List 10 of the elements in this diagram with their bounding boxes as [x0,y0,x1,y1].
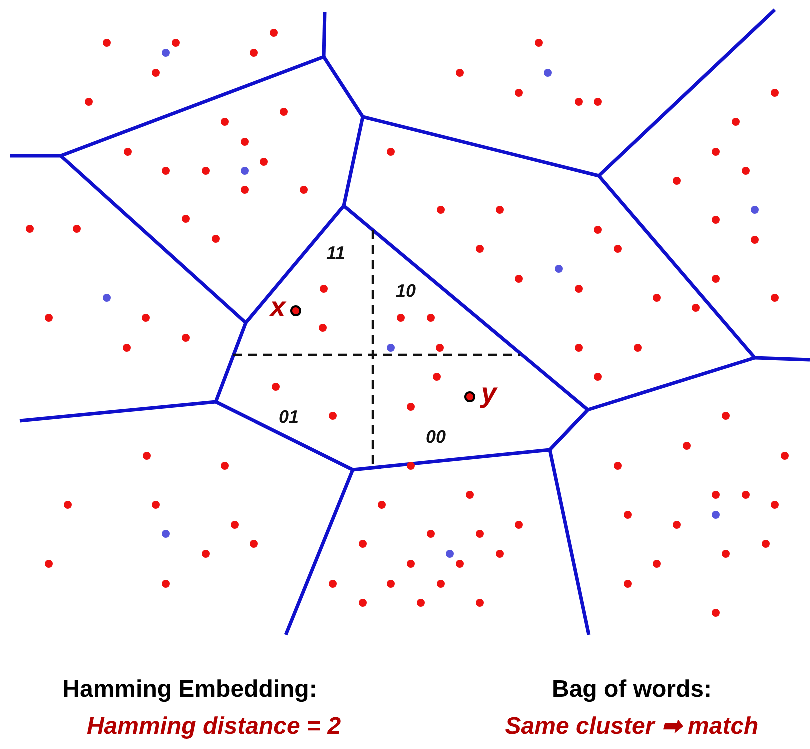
region-code: 01 [278,408,300,428]
region-code: 10 [396,282,416,302]
region-code: 00 [426,428,446,448]
point-label: x [270,292,286,324]
method-description: Hamming distance = 2 [86,714,342,740]
method-title: Bag of words: [552,676,712,704]
method-description: Same cluster ➡ match [505,714,759,740]
method-title: Hamming Embedding: [62,676,318,704]
point-label: y [481,378,497,410]
region-code: 11 [326,244,346,264]
